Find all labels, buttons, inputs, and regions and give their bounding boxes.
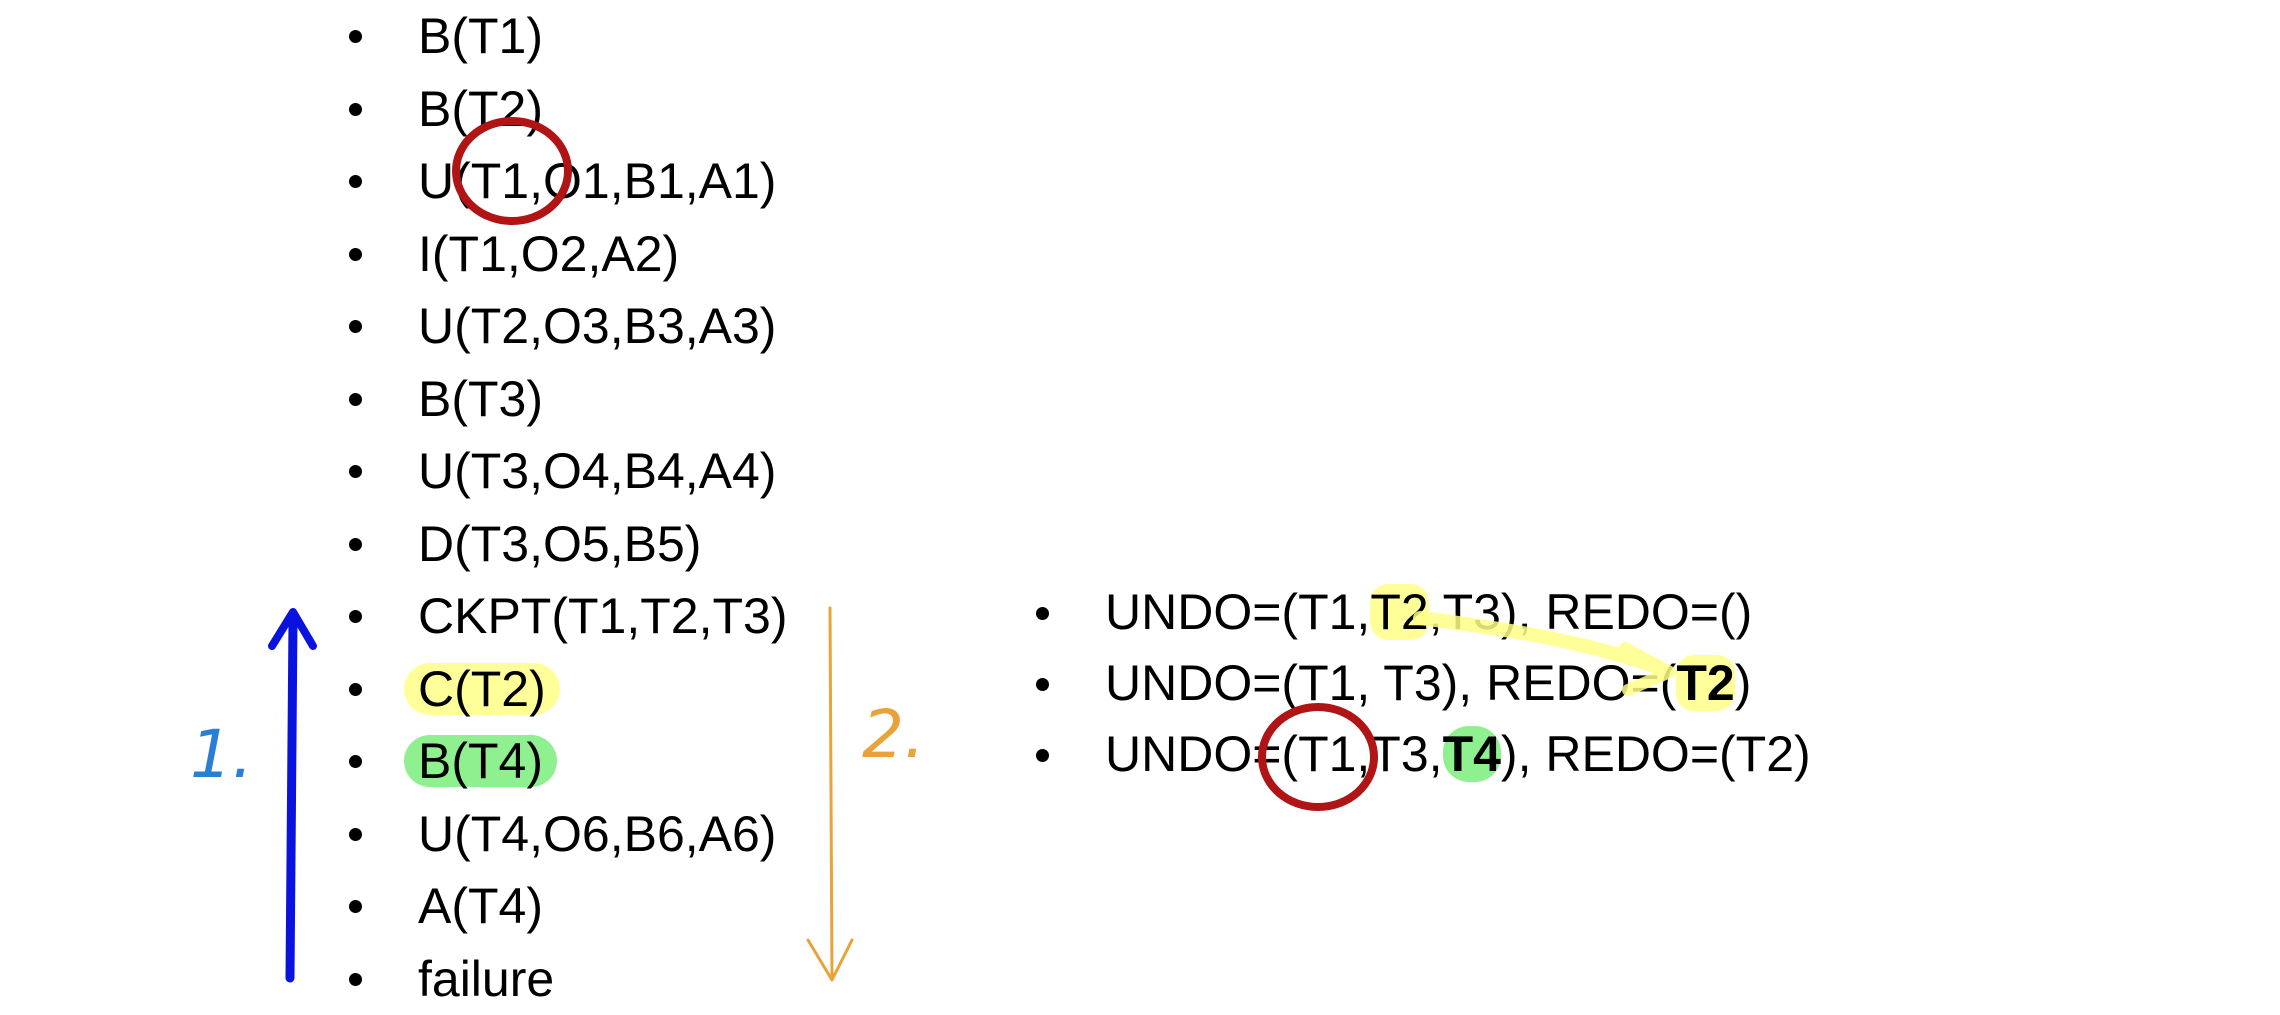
log-record-text: D(T3,O5,B5) bbox=[418, 516, 701, 572]
undo-redo-state-row: UNDO=(T1,T3,T4), REDO=(T2) bbox=[1022, 719, 1811, 790]
state-text: UNDO=(T1, T3), REDO=( bbox=[1105, 655, 1676, 711]
bullet-icon bbox=[349, 103, 362, 116]
log-record-text: CKPT(T1,T2,T3) bbox=[418, 588, 787, 644]
undo-redo-state-list: UNDO=(T1,T2,T3), REDO=() UNDO=(T1, T3), … bbox=[1022, 577, 1811, 790]
state-text: ) bbox=[1735, 655, 1752, 711]
log-record-text: A(T4) bbox=[418, 878, 543, 934]
log-record: A(T4) bbox=[335, 870, 787, 943]
log-record-text: U(T4,O6,B6,A6) bbox=[418, 806, 776, 862]
bullet-icon bbox=[349, 683, 362, 696]
log-record-list: B(T1) B(T2) U(T1,O1,B1,A1) I(T1,O2,A2) U… bbox=[335, 0, 787, 1015]
log-record-text: failure bbox=[418, 951, 554, 1007]
log-record: U(T3,O4,B4,A4) bbox=[335, 435, 787, 508]
log-record: B(T2) bbox=[335, 73, 787, 146]
backward-scan-arrow-icon bbox=[272, 612, 313, 978]
undo-redo-state-row: UNDO=(T1, T3), REDO=(T2) bbox=[1022, 648, 1811, 719]
state-text: ,T3), REDO=() bbox=[1429, 584, 1753, 640]
bullet-icon bbox=[1036, 678, 1049, 691]
log-record: U(T2,O3,B3,A3) bbox=[335, 290, 787, 363]
log-record: B(T1) bbox=[335, 0, 787, 73]
transaction-t2-marker: T2 bbox=[1370, 584, 1428, 640]
log-record-text: I(T1,O2,A2) bbox=[418, 226, 679, 282]
bullet-icon bbox=[349, 538, 362, 551]
log-record-failure: failure bbox=[335, 943, 787, 1015]
bullet-icon bbox=[349, 30, 362, 43]
log-record-begin: B(T4) bbox=[335, 725, 787, 798]
transaction-t2-bold: T2 bbox=[1676, 655, 1734, 711]
step-2-label: 2. bbox=[862, 702, 925, 768]
log-record: I(T1,O2,A2) bbox=[335, 218, 787, 291]
log-record-text: B(T2) bbox=[418, 81, 543, 137]
bullet-icon bbox=[349, 755, 362, 768]
log-record-text-highlighted: C(T2) bbox=[404, 663, 560, 715]
forward-scan-arrow-icon bbox=[808, 608, 852, 980]
state-text: UNDO=(T1, bbox=[1105, 584, 1370, 640]
bullet-icon bbox=[1036, 607, 1049, 620]
transaction-t4-bold: T4 bbox=[1443, 726, 1501, 782]
step-1-label: 1. bbox=[190, 722, 253, 788]
undo-redo-state-row: UNDO=(T1,T2,T3), REDO=() bbox=[1022, 577, 1811, 648]
bullet-icon bbox=[349, 175, 362, 188]
log-record-text: U(T3,O4,B4,A4) bbox=[418, 443, 776, 499]
log-record-commit: C(T2) bbox=[335, 653, 787, 726]
bullet-icon bbox=[349, 393, 362, 406]
bullet-icon bbox=[349, 320, 362, 333]
bullet-icon bbox=[349, 973, 362, 986]
log-record-text: U(T1,O1,B1,A1) bbox=[418, 153, 776, 209]
log-record-checkpoint: CKPT(T1,T2,T3) bbox=[335, 580, 787, 653]
bullet-icon bbox=[349, 828, 362, 841]
log-record: B(T3) bbox=[335, 363, 787, 436]
bullet-icon bbox=[349, 900, 362, 913]
log-record: U(T4,O6,B6,A6) bbox=[335, 798, 787, 871]
log-record-text: B(T1) bbox=[418, 8, 543, 64]
log-record: D(T3,O5,B5) bbox=[335, 508, 787, 581]
bullet-icon bbox=[349, 610, 362, 623]
state-text: UNDO=(T1,T3, bbox=[1105, 726, 1443, 782]
log-record: U(T1,O1,B1,A1) bbox=[335, 145, 787, 218]
bullet-icon bbox=[349, 465, 362, 478]
bullet-icon bbox=[1036, 749, 1049, 762]
log-record-text: B(T3) bbox=[418, 371, 543, 427]
state-text: ), REDO=(T2) bbox=[1501, 726, 1811, 782]
log-record-text-highlighted: B(T4) bbox=[404, 735, 557, 787]
log-record-text: U(T2,O3,B3,A3) bbox=[418, 298, 776, 354]
bullet-icon bbox=[349, 248, 362, 261]
